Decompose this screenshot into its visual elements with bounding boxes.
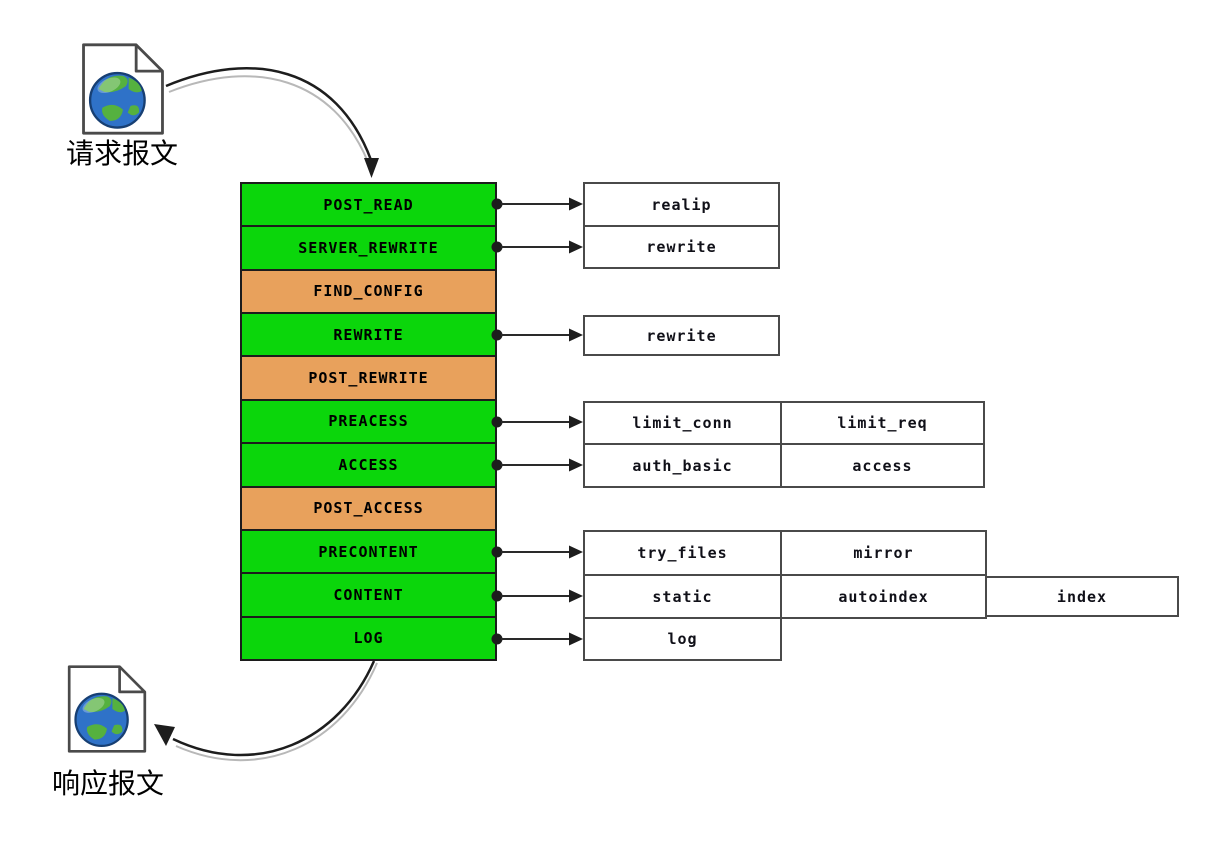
phase-post-rewrite: POST_REWRITE	[240, 355, 497, 401]
connector-arrow	[501, 240, 583, 254]
module-realip: realip	[583, 182, 780, 227]
phase-post-access: POST_ACCESS	[240, 485, 497, 531]
phase-log: LOG	[240, 615, 497, 661]
connector-arrows	[501, 197, 583, 646]
phase-content: CONTENT	[240, 572, 497, 618]
connector-arrow	[501, 545, 583, 559]
module-limit-req: limit_req	[780, 401, 985, 445]
module-autoindex: autoindex	[780, 574, 987, 619]
request-document-icon	[82, 43, 164, 135]
connector-arrow	[501, 632, 583, 646]
connector-arrow	[501, 197, 583, 211]
request-flow-arrow	[165, 67, 379, 178]
phase-access: ACCESS	[240, 442, 497, 488]
phase-preacess: PREACESS	[240, 398, 497, 445]
module-log: log	[583, 617, 782, 661]
phase-rewrite: REWRITE	[240, 312, 497, 358]
connector-arrow	[501, 328, 583, 342]
module-mirror: mirror	[780, 530, 987, 576]
response-label: 响应报文	[52, 768, 165, 799]
phase-post-read: POST_READ	[240, 182, 497, 228]
module-rewrite-server: rewrite	[583, 225, 780, 269]
response-document-icon	[67, 665, 147, 753]
module-access: access	[780, 443, 985, 488]
module-rewrite: rewrite	[583, 315, 780, 356]
connector-arrow	[501, 589, 583, 603]
module-try-files: try_files	[583, 530, 782, 576]
phase-server-rewrite: SERVER_REWRITE	[240, 225, 497, 271]
module-index: index	[985, 576, 1179, 617]
request-label: 请求报文	[66, 138, 179, 169]
module-static: static	[583, 574, 782, 619]
connector-arrow	[501, 458, 583, 472]
phase-stack: POST_READ SERVER_REWRITE FIND_CONFIG REW…	[240, 182, 497, 661]
phase-find-config: FIND_CONFIG	[240, 268, 497, 315]
module-limit-conn: limit_conn	[583, 401, 782, 445]
connector-arrow	[501, 415, 583, 429]
module-auth-basic: auth_basic	[583, 443, 782, 488]
response-flow-arrow	[154, 660, 378, 762]
phase-precontent: PRECONTENT	[240, 528, 497, 575]
